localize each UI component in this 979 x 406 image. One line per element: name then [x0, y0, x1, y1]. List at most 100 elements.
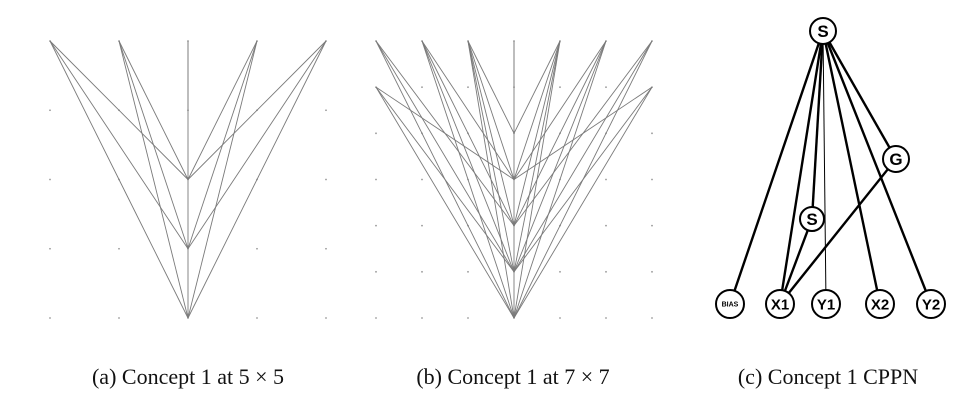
substrate-node — [651, 317, 653, 319]
cppn-edge — [821, 30, 933, 305]
substrate-node — [605, 224, 607, 227]
cppn-node-s-top: S — [809, 17, 837, 45]
substrate-connection — [375, 86, 515, 319]
substrate-connection — [467, 40, 515, 272]
substrate-node — [651, 178, 653, 181]
substrate-node — [49, 247, 51, 250]
substrate-node — [325, 247, 327, 250]
substrate-node — [375, 270, 377, 273]
cppn-node-bias: BIAS — [715, 289, 745, 319]
substrate-node — [421, 86, 423, 89]
substrate-node — [605, 270, 607, 273]
caption-a: (a) Concept 1 at 5 × 5 — [92, 364, 284, 389]
substrate-connection — [118, 40, 189, 180]
substrate-connection — [513, 40, 607, 226]
substrate-panel-5x5 — [49, 40, 327, 319]
cppn-edge — [821, 30, 898, 160]
cppn-node-x2: X2 — [865, 289, 895, 319]
substrate-connection — [421, 40, 515, 226]
substrate-node — [421, 317, 423, 319]
substrate-connection — [513, 40, 653, 273]
cppn-node-label: X2 — [871, 296, 889, 313]
substrate-connection — [187, 40, 258, 319]
substrate-connection — [375, 86, 515, 180]
cppn-edge — [779, 158, 897, 305]
substrate-node — [605, 178, 607, 181]
substrate-connection — [49, 40, 189, 249]
cppn-node-label: G — [889, 150, 902, 169]
substrate-node — [49, 178, 51, 181]
cppn-node-label: S — [806, 210, 817, 229]
caption-b: (b) Concept 1 at 7 × 7 — [416, 364, 609, 389]
substrate-node — [559, 86, 561, 89]
cppn-node-g: G — [882, 145, 910, 173]
substrate-connection — [421, 40, 515, 180]
substrate-connection — [49, 40, 189, 180]
substrate-node — [421, 178, 423, 181]
substrate-node — [651, 270, 653, 273]
substrate-node — [375, 317, 377, 319]
substrate-connection — [375, 40, 515, 273]
substrate-node — [375, 178, 377, 181]
substrate-connection — [513, 40, 561, 226]
substrate-panel-7x7 — [375, 40, 653, 319]
cppn-edge — [822, 30, 827, 305]
cppn-node-y1: Y1 — [811, 289, 841, 319]
cppn-edge — [728, 30, 825, 305]
substrate-connection — [421, 40, 515, 319]
substrate-node — [651, 224, 653, 227]
substrate-node — [118, 317, 120, 319]
substrate-node — [49, 109, 51, 112]
substrate-connection — [49, 40, 189, 319]
cppn-edge — [778, 218, 814, 305]
substrate-node — [49, 317, 51, 319]
substrate-node — [325, 317, 327, 319]
substrate-connection — [513, 86, 653, 319]
substrate-node — [559, 270, 561, 273]
cppn-edge — [821, 30, 882, 305]
substrate-connection — [187, 40, 327, 249]
substrate-node — [651, 132, 653, 135]
caption-c: (c) Concept 1 CPPN — [738, 364, 918, 389]
substrate-connection — [187, 40, 327, 319]
substrate-node — [256, 247, 258, 250]
substrate-node — [256, 317, 258, 319]
substrate-node — [605, 86, 607, 89]
substrate-connection — [513, 40, 561, 180]
cppn-node-label: Y2 — [922, 296, 940, 313]
substrate-connection — [513, 86, 653, 273]
substrate-connection — [513, 40, 607, 272]
cppn-node-y2: Y2 — [916, 289, 946, 319]
substrate-connection — [467, 40, 515, 134]
substrate-node — [375, 224, 377, 227]
cppn-node-s-mid: S — [799, 206, 825, 232]
cppn-node-label: BIAS — [722, 302, 739, 309]
cppn-edge — [810, 30, 825, 220]
cppn-node-label: S — [817, 22, 828, 41]
substrate-connection — [375, 86, 515, 273]
cppn-node-label: Y1 — [817, 296, 835, 313]
cppn-edges — [728, 30, 933, 305]
substrate-connection — [467, 40, 515, 226]
substrate-connection — [421, 40, 515, 272]
substrate-connection — [513, 40, 607, 180]
substrate-node — [559, 317, 561, 319]
substrate-node — [605, 317, 607, 319]
substrate-connection — [187, 40, 258, 180]
substrate-connection — [118, 40, 189, 319]
substrate-connection — [513, 86, 653, 180]
substrate-node — [325, 109, 327, 112]
substrate-connection — [513, 40, 561, 134]
substrate-node — [118, 247, 120, 250]
substrate-node — [467, 270, 469, 273]
substrate-node — [421, 270, 423, 273]
substrate-connection — [513, 40, 561, 272]
substrate-connection — [467, 40, 515, 180]
substrate-node — [421, 224, 423, 227]
substrate-node — [467, 86, 469, 89]
substrate-node — [375, 132, 377, 135]
substrate-connection — [513, 40, 607, 319]
